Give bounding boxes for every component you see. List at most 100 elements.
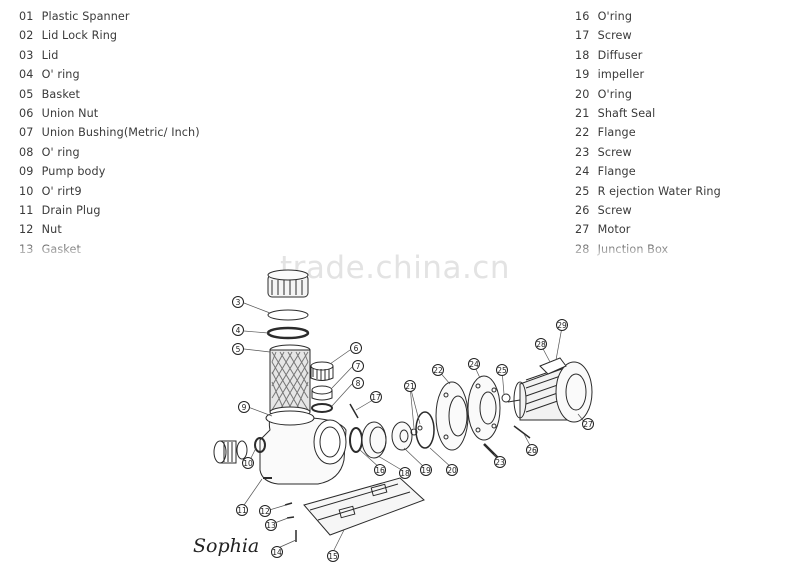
callout-number: 24 xyxy=(469,360,479,369)
part-name: O' ring xyxy=(41,68,80,82)
part-name: R ejection Water Ring xyxy=(597,184,721,198)
flange-24-part xyxy=(467,375,501,441)
callout-circle xyxy=(232,296,244,308)
union-nut-part xyxy=(310,361,334,381)
part-row: 18 Diffuser xyxy=(575,46,721,65)
part-number: 08 xyxy=(19,145,34,159)
part-number: 09 xyxy=(19,165,34,179)
callout-number: 13 xyxy=(266,521,276,530)
o-ring-4 xyxy=(266,326,310,340)
callout-17: 17 xyxy=(370,391,382,403)
base-part xyxy=(303,477,425,536)
part-row: 26 Screw xyxy=(575,201,721,220)
part-number: 23 xyxy=(575,145,590,159)
part-name: Shaft Seal xyxy=(597,106,656,120)
part-row: 27 Motor xyxy=(575,220,721,239)
callout-circle xyxy=(350,342,362,354)
callout-circle xyxy=(432,364,444,376)
part-row: 08 O' ring xyxy=(19,143,200,162)
flange-22-part xyxy=(435,381,469,451)
callout-circle xyxy=(446,464,458,476)
basket-part xyxy=(269,344,311,418)
part-name: Diffuser xyxy=(597,48,643,62)
part-name: Motor xyxy=(597,223,631,237)
callout-22: 22 xyxy=(432,364,444,376)
callout-28: 28 xyxy=(535,338,547,350)
callout-circle xyxy=(232,343,244,355)
callout-3: 3 xyxy=(232,296,244,308)
part-row: 05 Basket xyxy=(19,85,200,104)
signature: Sophia xyxy=(193,535,260,557)
callout-circle xyxy=(496,364,508,376)
part-row: 02 Lid Lock Ring xyxy=(19,26,200,45)
part-row: 10 O' rirt9 xyxy=(19,182,200,201)
callout-number: 21 xyxy=(405,382,415,391)
part-name: O' ring xyxy=(41,145,80,159)
part-number: 01 xyxy=(19,10,34,23)
callout-circle xyxy=(265,519,277,531)
callout-circle xyxy=(420,464,432,476)
part-row: 22 Flange xyxy=(575,123,721,142)
callout-number: 18 xyxy=(400,469,410,478)
impeller-part xyxy=(391,421,413,451)
part-number: 25 xyxy=(575,184,590,198)
callout-13: 13 xyxy=(265,519,277,531)
part-row: 20 O'ring xyxy=(575,85,721,104)
callout-12: 12 xyxy=(259,505,271,517)
part-name: Lid xyxy=(41,48,59,62)
callout-number: 23 xyxy=(495,458,505,467)
callout-circle xyxy=(259,505,271,517)
callout-circle xyxy=(238,401,250,413)
pump-body-part xyxy=(259,410,347,485)
left-union-part xyxy=(213,437,266,464)
callout-19: 19 xyxy=(420,464,432,476)
part-row: 25 R ejection Water Ring xyxy=(575,182,721,201)
watermark: trade.china.cn xyxy=(280,250,510,286)
part-number: 06 xyxy=(19,106,34,120)
callout-23: 23 xyxy=(494,456,506,468)
callout-number: 20 xyxy=(447,466,457,475)
part-name: O'ring xyxy=(597,87,633,101)
callout-14: 14 xyxy=(271,546,283,558)
callout-number: 9 xyxy=(242,403,247,412)
callout-number: 17 xyxy=(371,393,381,402)
callout-number: 4 xyxy=(236,326,241,335)
lid-ring xyxy=(267,309,309,321)
callout-7: 7 xyxy=(352,360,364,372)
callout-circle xyxy=(582,418,594,430)
callout-26: 26 xyxy=(526,444,538,456)
o-ring-16 xyxy=(349,427,363,453)
callout-20: 20 xyxy=(446,464,458,476)
callout-number: 28 xyxy=(536,340,546,349)
callout-number: 26 xyxy=(527,446,537,455)
callout-9: 9 xyxy=(238,401,250,413)
part-name: Lid Lock Ring xyxy=(41,29,118,43)
callout-10: 10 xyxy=(242,457,254,469)
callout-circle xyxy=(370,391,382,403)
part-name: Drain Plug xyxy=(41,203,101,217)
callout-circle xyxy=(399,467,411,479)
callout-number: 10 xyxy=(243,459,253,468)
list-fade xyxy=(0,240,800,274)
callout-number: 14 xyxy=(272,548,282,557)
callout-11: 11 xyxy=(236,504,248,516)
part-name: Screw xyxy=(597,145,632,159)
part-number: 22 xyxy=(575,126,590,140)
part-row: 21 Shaft Seal xyxy=(575,104,721,123)
part-row: 16 O'ring xyxy=(575,7,721,26)
part-number: 17 xyxy=(575,29,590,43)
callout-number: 16 xyxy=(375,466,385,475)
part-name: Nut xyxy=(41,223,62,237)
callout-27: 27 xyxy=(582,418,594,430)
part-number: 07 xyxy=(19,126,34,140)
part-row: 07 Union Bushing(Metric/ Inch) xyxy=(19,123,200,142)
callout-number: 29 xyxy=(557,321,567,330)
diffuser-part xyxy=(361,421,387,459)
shaft-seal-part xyxy=(410,425,423,436)
callout-number: 7 xyxy=(356,362,361,371)
callout-number: 27 xyxy=(583,420,593,429)
callout-number: 6 xyxy=(354,344,359,353)
callout-circle xyxy=(404,380,416,392)
callout-circle xyxy=(468,358,480,370)
